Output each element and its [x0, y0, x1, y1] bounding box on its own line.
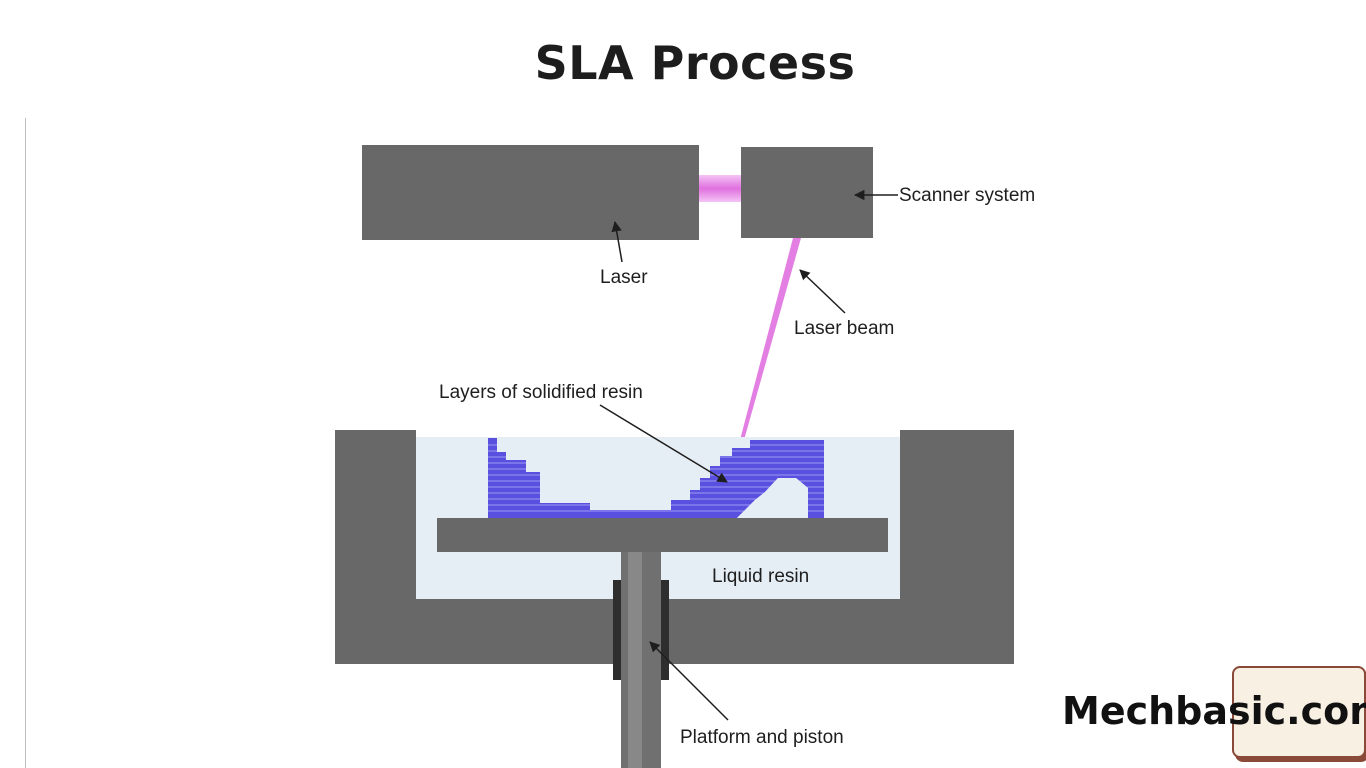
liquid-resin-label: Liquid resin — [712, 566, 809, 587]
solidified-leader — [599, 404, 728, 483]
build-platform — [437, 518, 888, 552]
laser-beam-label: Laser beam — [794, 318, 894, 339]
page-title: SLA Process — [534, 36, 856, 90]
piston-seal-left — [613, 580, 621, 680]
solidified-layers-label: Layers of solidified resin — [439, 382, 643, 403]
watermark-badge — [1232, 666, 1366, 758]
piston-highlight — [628, 552, 642, 768]
scanner-unit — [741, 147, 873, 238]
laser-beam — [740, 238, 801, 440]
left-divider — [25, 118, 26, 768]
piston-seal-right — [661, 580, 669, 680]
scanner-label: Scanner system — [899, 185, 1035, 206]
laser-coupling-beam — [699, 175, 741, 202]
platform-leader — [649, 641, 729, 721]
platform-piston-label: Platform and piston — [680, 727, 844, 748]
laser-unit — [362, 145, 699, 240]
solidified-part — [488, 437, 824, 518]
laser-label: Laser — [600, 267, 648, 288]
watermark-text: Mechbasic.con — [1062, 689, 1366, 733]
laser-leader — [611, 220, 623, 263]
resin-vat — [335, 430, 1014, 664]
laser-beam-leader — [799, 269, 846, 314]
